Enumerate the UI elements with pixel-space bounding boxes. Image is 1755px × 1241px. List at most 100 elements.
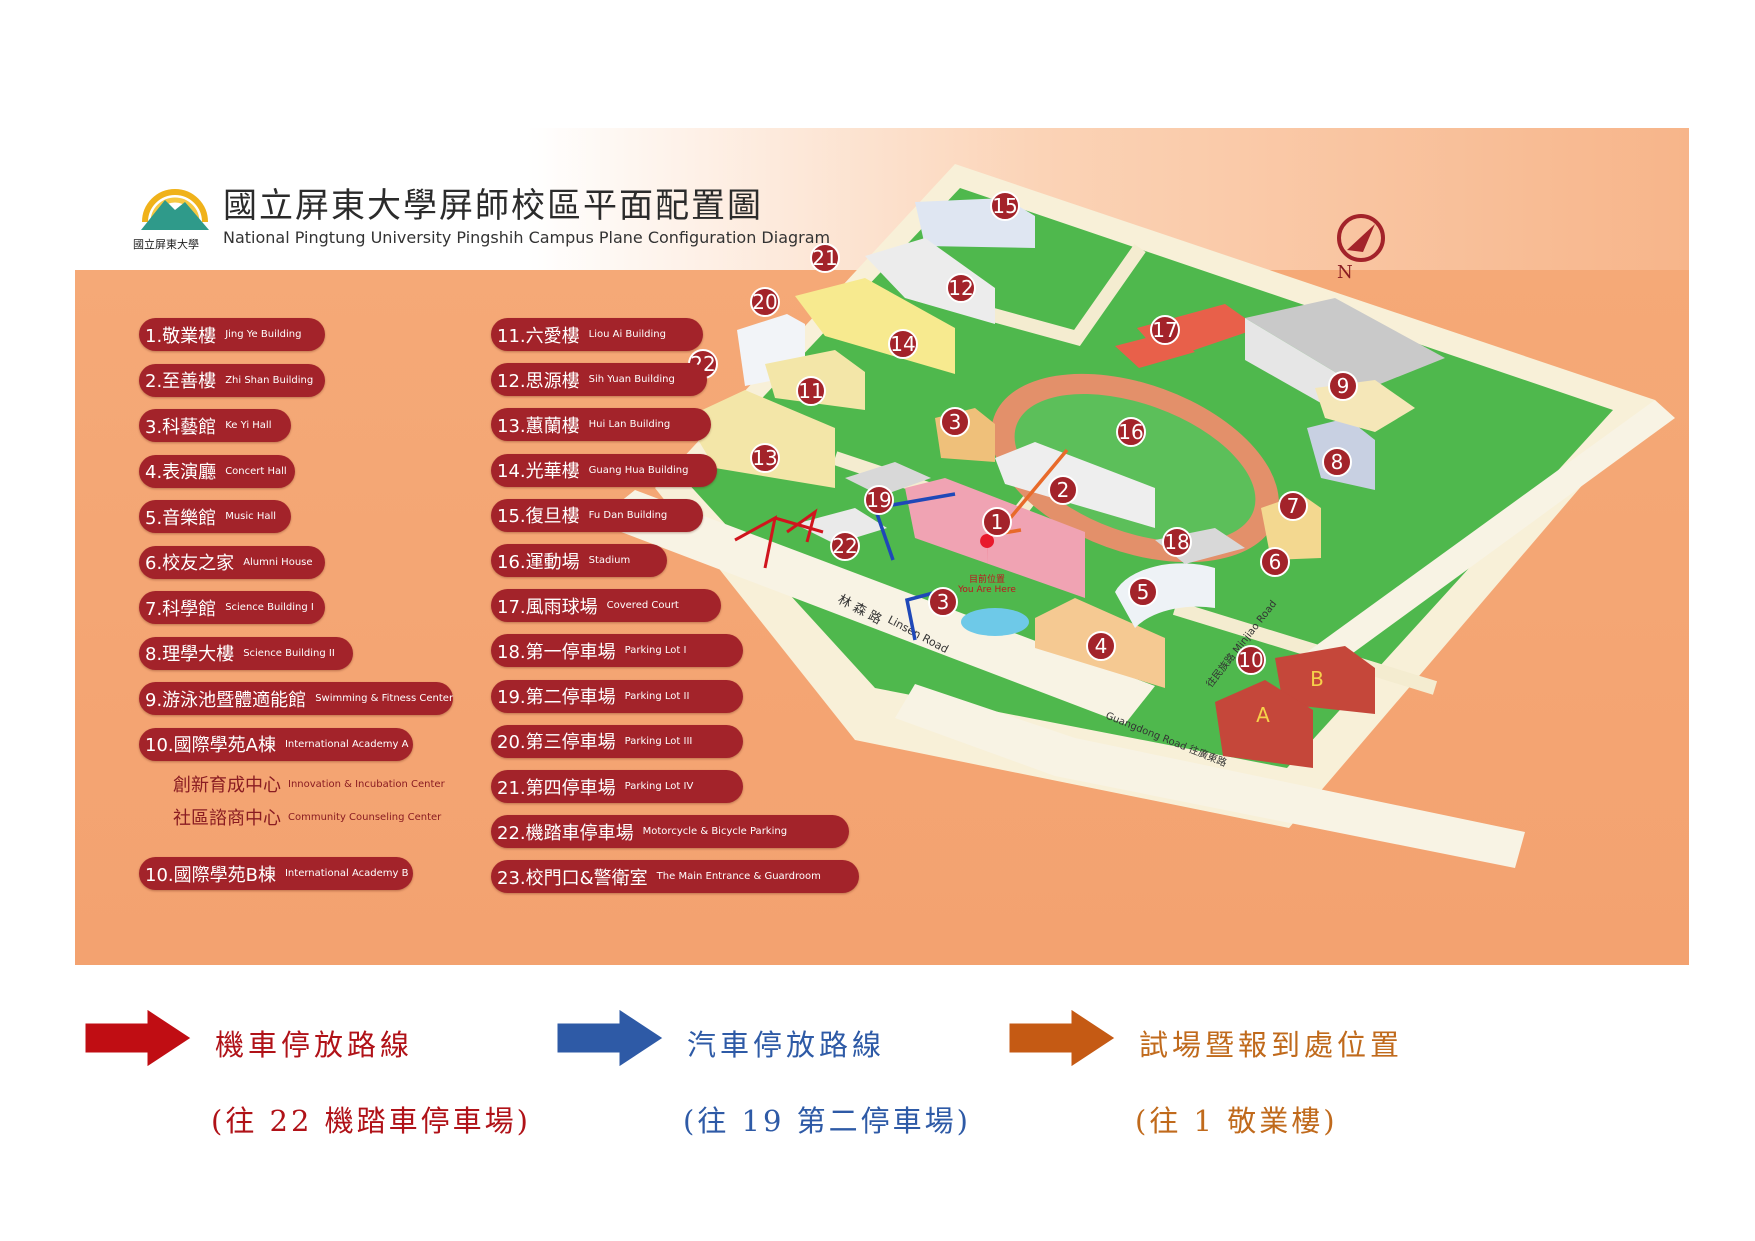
legend-label: 試場暨報到處位置 — [1139, 1028, 1404, 1062]
directory-entry-english: Concert Hall — [225, 465, 287, 477]
directory-entry: 6.校友之家 Alumni House — [139, 545, 325, 579]
directory-entry-name: 7.科學館 — [145, 598, 217, 620]
directory-entry-english: Covered Court — [606, 600, 679, 612]
map-marker-label: 4 — [1095, 634, 1108, 658]
legend-sublabel: (往 22 機踏車停車場) — [211, 1104, 531, 1138]
directory-entry-english: Science Building I — [225, 602, 314, 613]
parking-22 — [795, 508, 887, 544]
map-marker-label: 7 — [1287, 494, 1300, 518]
map-marker-21 — [810, 243, 840, 273]
legend-label: 機車停放路線 — [215, 1028, 414, 1062]
directory-entry-name: 6.校友之家 — [145, 553, 235, 574]
legend-label: 汽車停放路線 — [687, 1028, 886, 1062]
directory-entry-english: Swimming & Fitness Center — [315, 693, 454, 704]
map-marker-label: 10 — [1238, 648, 1263, 672]
compass-icon — [1337, 214, 1385, 262]
directory-entry-name: 21.第四停車場 — [497, 777, 616, 799]
campus-map-panel: B A 林 森 路 Linsen Road 往民族路 Minjiao Road … — [75, 128, 1689, 965]
directory-entry-english: Guang Hua Building — [588, 464, 689, 476]
map-marker-label: 19 — [866, 488, 891, 512]
map-marker-label: 3 — [949, 410, 962, 434]
directory-entry-name: 19.第二停車場 — [497, 687, 616, 709]
directory-entry-name: 10.國際學苑A棟 — [145, 735, 276, 756]
map-marker-4 — [1086, 631, 1116, 661]
directory-entry-english: Stadium — [588, 555, 631, 566]
map-marker-16 — [1116, 417, 1146, 447]
map-marker-5 — [1128, 577, 1158, 607]
directory-sub-entry-name: 創新育成中心 — [173, 775, 281, 796]
directory-entry-name: 18.第一停車場 — [497, 641, 616, 663]
map-marker-2 — [1048, 475, 1078, 505]
map-marker-label: 17 — [1152, 318, 1177, 342]
directory-sub-entry-name: 社區諮商中心 — [173, 808, 281, 829]
directory-entry-english: Parking Lot II — [624, 690, 690, 702]
university-logo-icon — [137, 172, 213, 232]
directory-sub-entry-english: Innovation & Incubation Center — [288, 778, 445, 790]
directory-entry-name: 11.六愛樓 — [497, 325, 580, 347]
directory-entry-name: 3.科藝館 — [145, 416, 217, 438]
compass-label: N — [1337, 262, 1353, 283]
map-marker-label: 5 — [1137, 580, 1150, 604]
map-marker-6 — [1260, 547, 1290, 577]
map-marker-10 — [1236, 645, 1266, 675]
map-marker-9 — [1328, 371, 1358, 401]
directory-entry-english: Parking Lot I — [624, 645, 687, 657]
building-13 — [685, 390, 835, 488]
university-logo-text: 國立屏東大學 — [133, 238, 199, 251]
map-marker-3 — [928, 587, 958, 617]
directory-entry-english: Alumni House — [243, 556, 313, 568]
map-marker-13 — [750, 443, 780, 473]
directory-entry-name: 14.光華樓 — [497, 461, 580, 483]
directory-sub-entry: 創新育成中心 Innovation & Incubation Center — [173, 771, 445, 797]
campus-map: B A 林 森 路 Linsen Road 往民族路 Minjiao Road … — [595, 164, 1675, 868]
directory-entry-english: Parking Lot III — [624, 735, 693, 747]
directory-entry-name: 5.音樂館 — [145, 507, 217, 529]
right-arrow-icon — [555, 1007, 665, 1069]
legend-sublabel: (往 1 敬業樓) — [1135, 1104, 1338, 1138]
map-marker-22 — [830, 531, 860, 561]
directory-entry-name: 4.表演廳 — [145, 462, 217, 483]
map-marker-label: 16 — [1118, 420, 1143, 444]
map-marker-14 — [888, 329, 918, 359]
directory-entry-english: Zhi Shan Building — [225, 374, 314, 386]
directory-entry-english: Science Building II — [243, 647, 335, 659]
directory-entry-name: 1.敬業樓 — [145, 325, 217, 347]
directory-entry: 17.風雨球場 Covered Court — [491, 589, 721, 623]
map-marker-label: 6 — [1269, 550, 1282, 574]
legend-sublabel: (往 19 第二停車場) — [683, 1104, 971, 1138]
directory-entry-english: The Main Entrance & Guardroom — [656, 871, 821, 883]
campus-path — [1172, 601, 1438, 695]
minjiao-road — [1285, 400, 1675, 688]
map-marker-label: 3 — [937, 590, 950, 614]
directory-entry-name: 17.風雨球場 — [497, 596, 598, 618]
map-marker-7 — [1278, 491, 1308, 521]
you-are-here-label-zh: 目前位置 — [969, 573, 1005, 585]
directory-entry: 14.光華樓 Guang Hua Building — [491, 453, 717, 487]
page-title: 國立屏東大學屏師校區平面配置圖 — [223, 186, 763, 226]
map-marker-18 — [1162, 527, 1192, 557]
map-marker-label: 12 — [948, 276, 973, 300]
map-marker-label: 14 — [890, 332, 915, 356]
map-marker-label: 18 — [1164, 530, 1189, 554]
directory-entry-english: Parking Lot IV — [624, 781, 694, 792]
directory-entry-english: Sih Yuan Building — [588, 374, 675, 386]
directory-entry-english: Jing Ye Building — [225, 329, 302, 340]
map-marker-1 — [982, 507, 1012, 537]
map-marker-19 — [864, 485, 894, 515]
map-marker-label: 9 — [1337, 374, 1350, 398]
directory-entry-english: Fu Dan Building — [588, 509, 668, 521]
map-marker-20 — [750, 287, 780, 317]
map-marker-label: 8 — [1331, 450, 1344, 474]
